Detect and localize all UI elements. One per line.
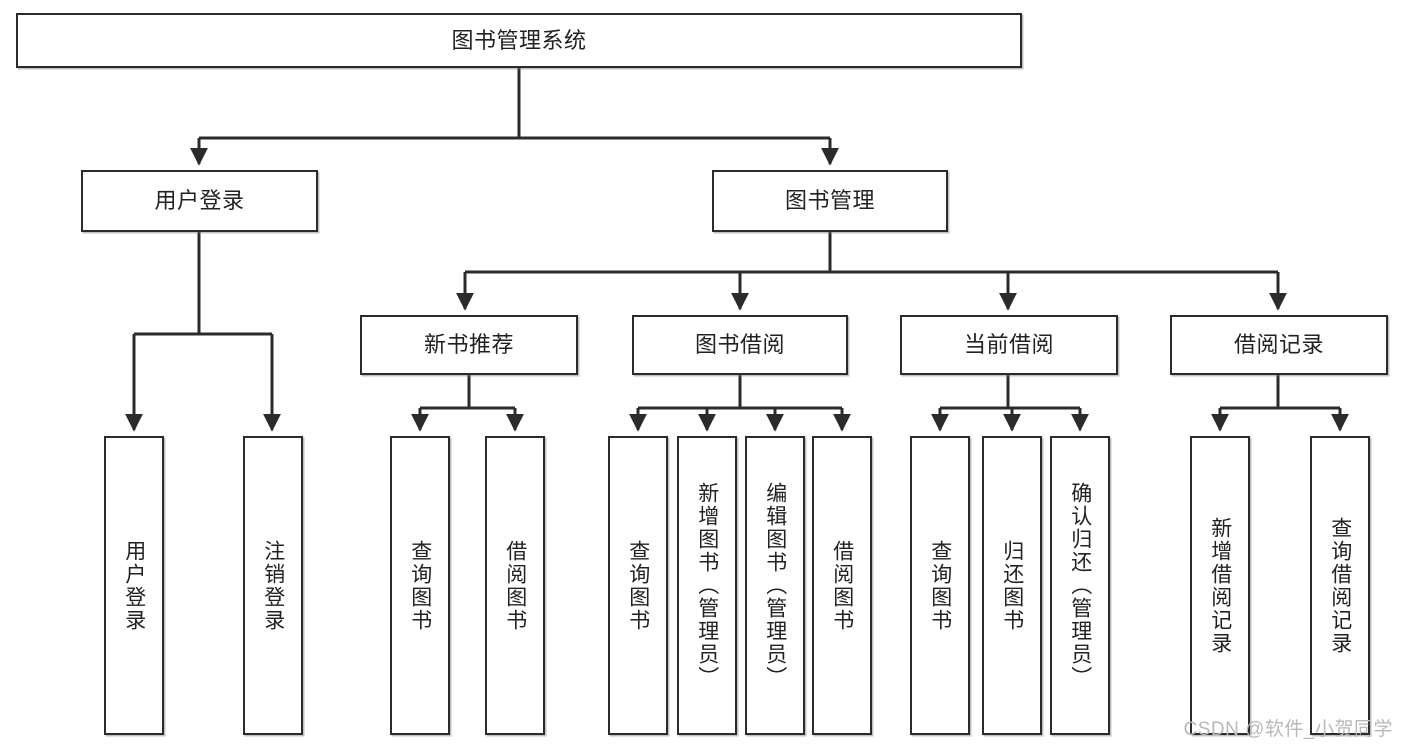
node-leaf-query-book-recommend[interactable]: 查询图书 — [390, 436, 450, 735]
node-leaf-edit-book-admin-label: 编辑图书（管理员） — [763, 482, 787, 689]
node-leaf-borrow-book-recommend[interactable]: 借阅图书 — [485, 436, 545, 735]
node-leaf-borrow-book-recommend-label: 借阅图书 — [503, 539, 527, 632]
node-leaf-add-book-admin[interactable]: 新增图书（管理员） — [677, 436, 737, 735]
node-root[interactable]: 图书管理系统 — [16, 13, 1022, 68]
node-leaf-query-book-borrow-label: 查询图书 — [626, 539, 650, 632]
node-book-management[interactable]: 图书管理 — [712, 170, 948, 232]
node-root-label: 图书管理系统 — [451, 27, 587, 53]
node-leaf-confirm-return-admin[interactable]: 确认归还（管理员） — [1050, 436, 1110, 735]
node-borrow-record-label: 借阅记录 — [1233, 332, 1324, 358]
node-new-book-recommend[interactable]: 新书推荐 — [360, 315, 578, 375]
node-leaf-add-borrow-record-label: 新增借阅记录 — [1208, 516, 1232, 655]
node-current-borrow-label: 当前借阅 — [963, 332, 1054, 358]
node-leaf-query-book-borrow[interactable]: 查询图书 — [608, 436, 668, 735]
node-leaf-user-login[interactable]: 用户登录 — [104, 436, 164, 735]
node-leaf-return-book-label: 归还图书 — [1000, 539, 1024, 632]
node-leaf-add-book-admin-label: 新增图书（管理员） — [695, 482, 719, 689]
node-leaf-query-book-recommend-label: 查询图书 — [408, 539, 432, 632]
node-leaf-query-borrow-record[interactable]: 查询借阅记录 — [1310, 436, 1370, 735]
node-borrow-record[interactable]: 借阅记录 — [1170, 315, 1388, 375]
node-leaf-logout-label: 注销登录 — [261, 539, 285, 632]
node-leaf-edit-book-admin[interactable]: 编辑图书（管理员） — [745, 436, 805, 735]
node-leaf-add-borrow-record[interactable]: 新增借阅记录 — [1190, 436, 1250, 735]
node-new-book-recommend-label: 新书推荐 — [423, 332, 514, 358]
node-leaf-query-borrow-record-label: 查询借阅记录 — [1328, 516, 1352, 655]
node-user-login-label: 用户登录 — [154, 188, 245, 214]
node-leaf-logout[interactable]: 注销登录 — [243, 436, 303, 735]
node-current-borrow[interactable]: 当前借阅 — [900, 315, 1118, 375]
node-leaf-borrow-book[interactable]: 借阅图书 — [812, 436, 872, 735]
node-leaf-query-book-current[interactable]: 查询图书 — [910, 436, 970, 735]
node-book-management-label: 图书管理 — [784, 188, 875, 214]
node-leaf-borrow-book-label: 借阅图书 — [830, 539, 854, 632]
csdn-watermark: CSDN @软件_小贺同学 — [1183, 719, 1393, 740]
node-book-borrow[interactable]: 图书借阅 — [632, 315, 848, 375]
node-book-borrow-label: 图书借阅 — [694, 332, 785, 358]
node-leaf-return-book[interactable]: 归还图书 — [982, 436, 1042, 735]
node-user-login[interactable]: 用户登录 — [81, 170, 318, 232]
node-leaf-confirm-return-admin-label: 确认归还（管理员） — [1068, 482, 1092, 689]
node-leaf-query-book-current-label: 查询图书 — [928, 539, 952, 632]
node-leaf-user-login-label: 用户登录 — [122, 539, 146, 632]
